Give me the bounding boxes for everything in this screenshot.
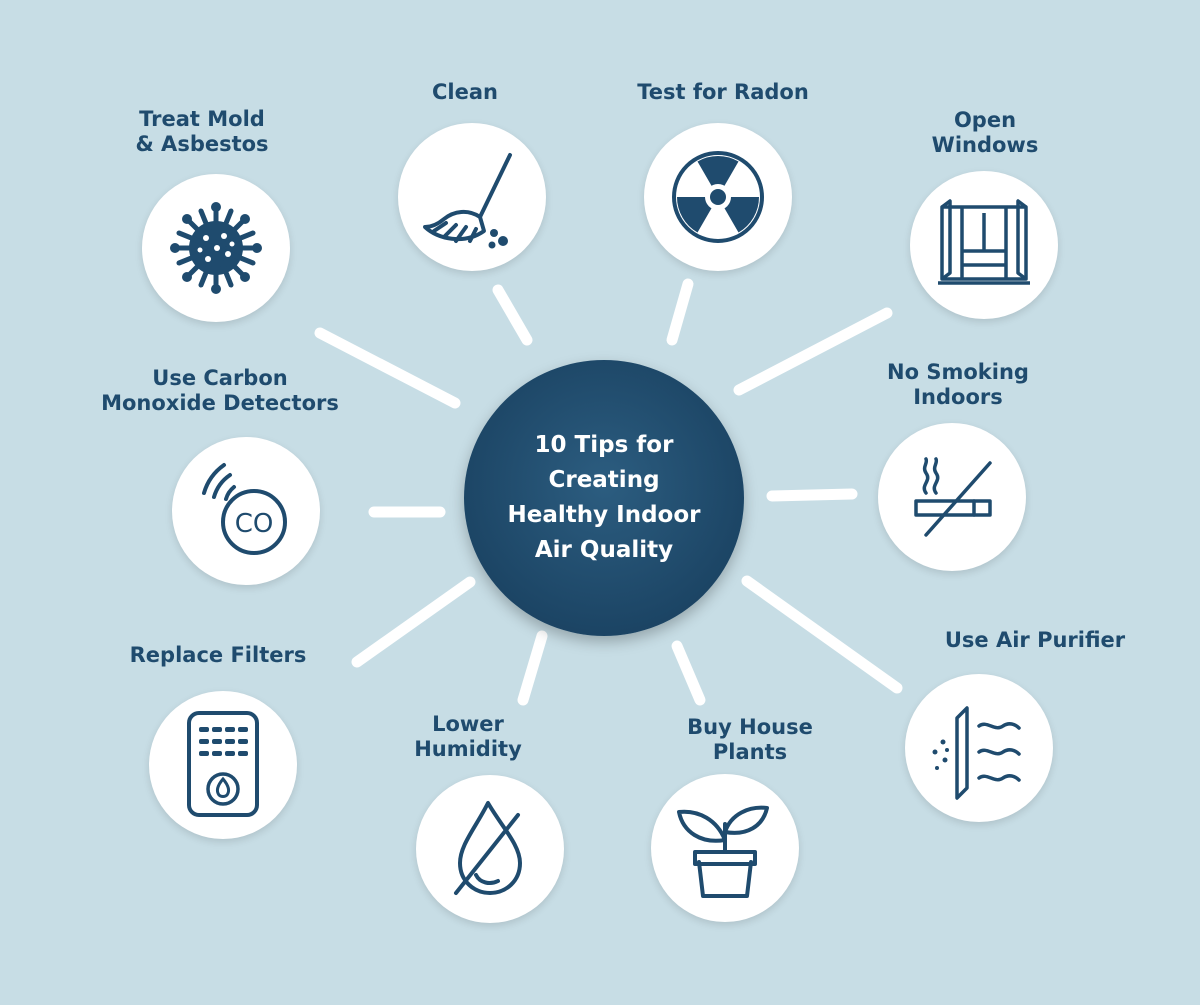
- tip-label-line: & Asbestos: [135, 132, 269, 156]
- ray-plants: [671, 640, 706, 706]
- ray-smoking: [766, 488, 858, 502]
- radiation-icon: [672, 151, 764, 243]
- no-droplet-icon: [454, 801, 522, 895]
- ray-humidity: [517, 630, 548, 706]
- tip-circle-co: CO: [172, 437, 320, 585]
- tip-label-smoking: No Smoking Indoors: [808, 360, 1108, 410]
- tip-label-line: Lower: [432, 712, 504, 736]
- broom-icon: [423, 153, 512, 249]
- tip-label-line: Treat Mold: [139, 107, 265, 131]
- ray-purifier: [741, 575, 903, 694]
- tip-label-line: Use Carbon: [152, 366, 288, 390]
- center-title: 10 Tips for Creating Healthy Indoor Air …: [489, 428, 719, 568]
- tip-label-treat-mold: Treat Mold & Asbestos: [52, 107, 352, 157]
- tip-circle-smoking: [878, 423, 1026, 571]
- tip-label-line: Humidity: [414, 737, 522, 761]
- tip-label-filters: Replace Filters: [68, 643, 368, 668]
- tip-label-line: Windows: [931, 133, 1039, 157]
- tip-circle-filters: [149, 691, 297, 839]
- tip-label-co: Use Carbon Monoxide Detectors: [70, 366, 370, 416]
- ray-windows: [733, 307, 893, 396]
- tip-label-line: Monoxide Detectors: [101, 391, 339, 415]
- window-icon: [938, 199, 1030, 285]
- tip-label-line: Buy House: [687, 715, 813, 739]
- tip-label-line: Clean: [432, 80, 498, 104]
- center-title-line: Healthy Indoor: [507, 502, 701, 528]
- tip-circle-plants: [651, 774, 799, 922]
- tip-circle-windows: [910, 171, 1058, 319]
- tip-circle-humidity: [416, 775, 564, 923]
- tip-label-line: Plants: [712, 740, 788, 764]
- center-title-circle: 10 Tips for Creating Healthy Indoor Air …: [464, 360, 744, 636]
- ray-treat-mold: [314, 327, 461, 409]
- tip-label-windows: Open Windows: [835, 108, 1135, 158]
- potted-plant-icon: [677, 805, 769, 898]
- no-smoking-icon: [914, 457, 992, 537]
- ray-radon: [666, 278, 694, 346]
- virus-icon: [170, 202, 262, 294]
- tip-label-line: Replace Filters: [129, 643, 307, 667]
- tip-label-plants: Buy House Plants: [600, 715, 900, 765]
- tip-label-line: Use Air Purifier: [944, 628, 1126, 652]
- tip-label-clean: Clean: [315, 80, 615, 105]
- ray-clean: [492, 284, 533, 346]
- center-title-line: 10 Tips for: [534, 432, 674, 458]
- tip-label-humidity: Lower Humidity: [318, 712, 618, 762]
- tip-label-radon: Test for Radon: [573, 80, 873, 105]
- tip-label-line: No Smoking: [887, 360, 1029, 384]
- center-title-line: Air Quality: [534, 537, 674, 563]
- tip-circle-purifier: [905, 674, 1053, 822]
- tip-circle-clean: [398, 123, 546, 271]
- tip-label-line: Test for Radon: [637, 80, 809, 104]
- tip-circle-radon: [644, 123, 792, 271]
- svg-text:CO: CO: [235, 509, 274, 539]
- tip-label-line: Indoors: [913, 385, 1003, 409]
- co-detector-icon: CO: [202, 463, 287, 555]
- thermostat-icon: [187, 711, 259, 817]
- tip-circle-treat-mold: [142, 174, 290, 322]
- air-purifier-icon: [932, 706, 1021, 800]
- ray-filters: [351, 576, 476, 668]
- tip-label-purifier: Use Air Purifier: [885, 628, 1185, 653]
- tip-label-line: Open: [953, 108, 1017, 132]
- center-title-line: Creating: [548, 467, 660, 493]
